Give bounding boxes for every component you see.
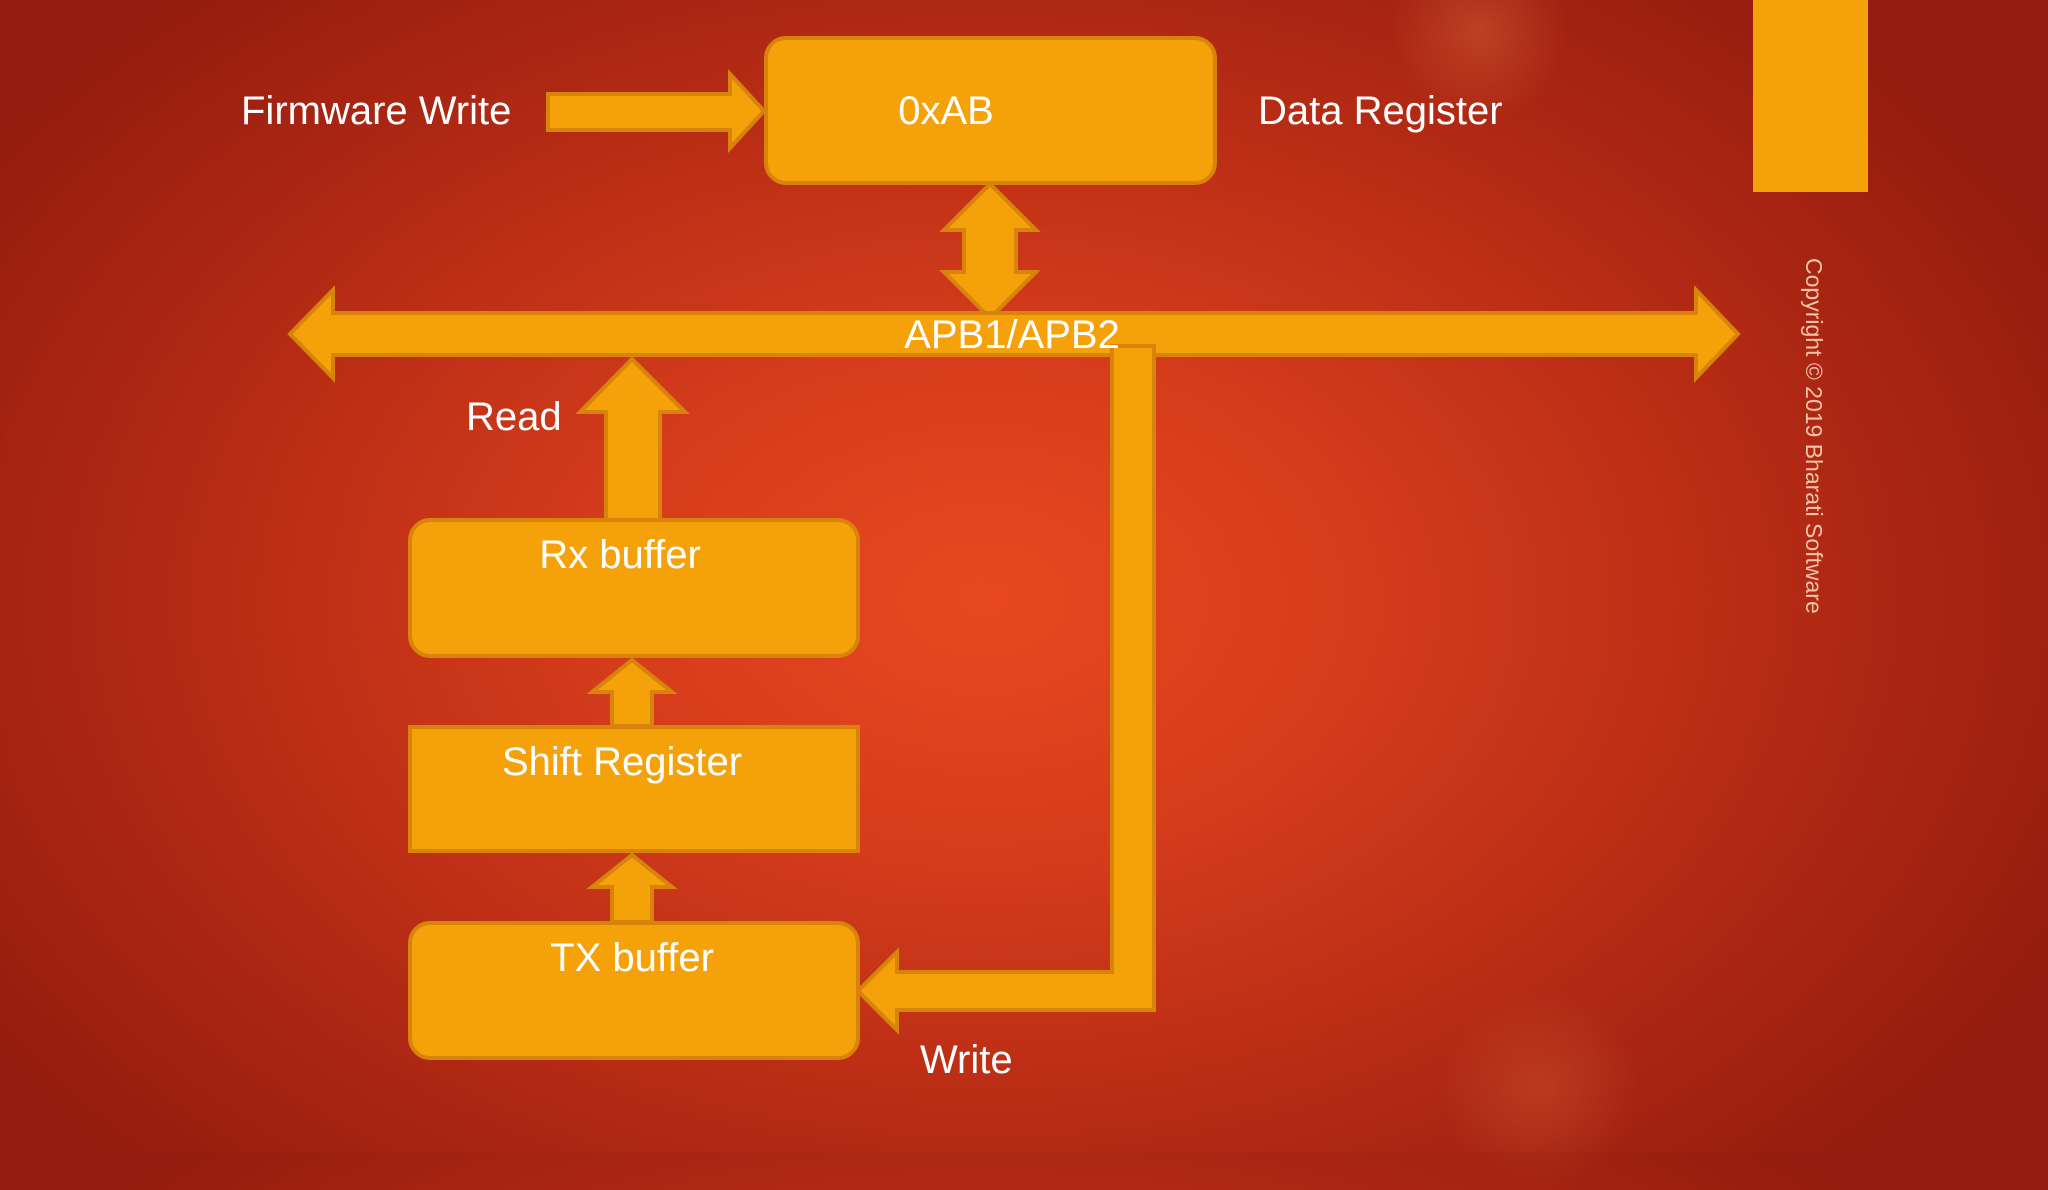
write-label: Write: [920, 1038, 1013, 1082]
bus-label: APB1/APB2: [904, 313, 1120, 357]
decorative-corner-bar: [1753, 0, 1868, 192]
read-label: Read: [466, 395, 562, 439]
register-bus-double-arrow: [939, 181, 1041, 321]
read-arrow: [575, 356, 690, 522]
tx-to-shift-arrow: [586, 852, 678, 924]
data-register-label: Data Register: [1258, 89, 1503, 133]
uart-data-register-diagram: [287, 0, 1868, 1060]
firmware-write-arrow: [546, 68, 767, 154]
rx-buffer-label: Rx buffer: [539, 533, 701, 577]
copyright-notice: Copyright © 2019 Bharati Software: [1801, 258, 1827, 614]
shift-register-box: [408, 725, 860, 853]
tx-buffer-label: TX buffer: [550, 936, 714, 980]
shift-register-label: Shift Register: [501, 740, 743, 784]
apb-bus-arrow: [287, 285, 1741, 383]
write-path-arrow: [855, 344, 1156, 1035]
shift-to-rx-arrow: [586, 657, 678, 728]
data-register-value: 0xAB: [898, 89, 994, 133]
firmware-write-label: Firmware Write: [241, 89, 512, 133]
